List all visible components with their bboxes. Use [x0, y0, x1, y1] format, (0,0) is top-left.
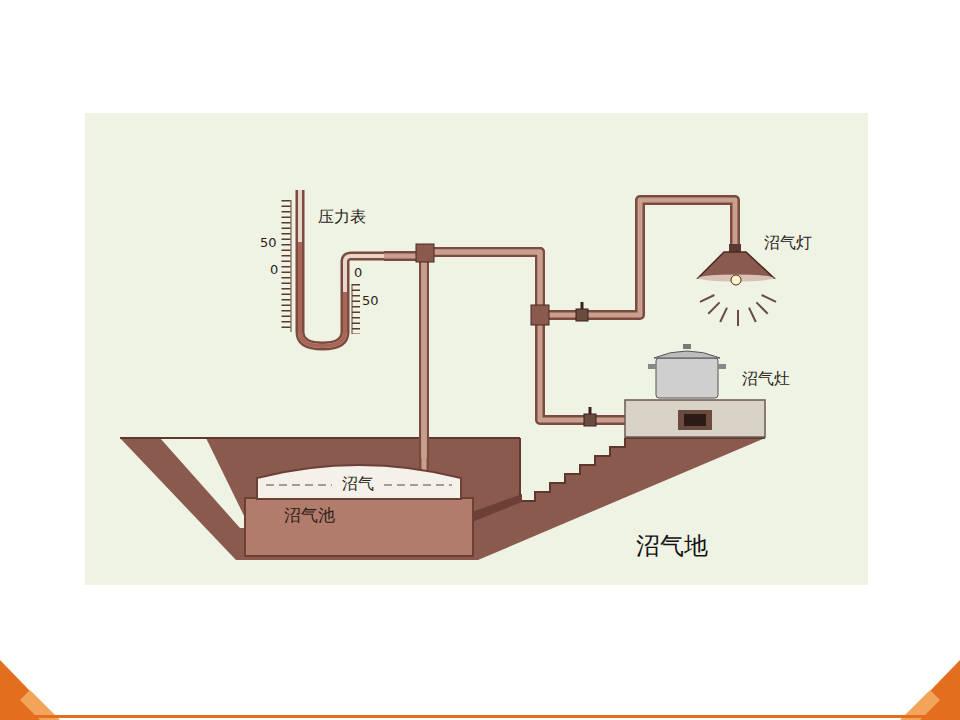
biogas-stove: 沼气灶 [624, 338, 796, 438]
trench-gap [160, 438, 250, 528]
node-label: 沼气灯 [764, 234, 812, 252]
burner-opening [684, 414, 706, 426]
gas-chamber: 沼气 [256, 458, 462, 500]
lamp-collar [729, 244, 741, 252]
scale-number: 50 [260, 236, 277, 249]
u-tube [300, 190, 384, 346]
gas-pipe [384, 256, 424, 458]
dash-line [266, 485, 332, 486]
pipe-junction [416, 244, 434, 262]
light-ray [720, 308, 727, 322]
light-ray [708, 302, 719, 313]
valve-handle [581, 302, 584, 309]
caption: 沼气地 [636, 533, 708, 559]
pot-handle [718, 364, 726, 369]
scale-number: 50 [362, 294, 379, 307]
pot-knob [683, 344, 691, 349]
stair-edge [520, 438, 625, 501]
gas-pipe [424, 252, 624, 458]
node-label: 沼气灶 [742, 370, 790, 388]
node-label: 沼气池 [284, 506, 335, 525]
outlet-channel [472, 494, 522, 522]
node-shape [624, 338, 796, 438]
valve [584, 414, 596, 426]
valve [576, 309, 588, 321]
valve-handle [589, 407, 592, 414]
gas-dome [257, 465, 461, 499]
light-ray [762, 295, 776, 302]
u-tube-core [300, 190, 384, 346]
light-ray [700, 295, 714, 302]
stove-platform [625, 400, 765, 437]
pot-handle [648, 364, 656, 369]
burner [678, 410, 712, 430]
pipe-core [384, 256, 424, 458]
biogas-lamp: 沼气灯 [694, 224, 820, 286]
light-ray [749, 308, 756, 322]
pipe-core [424, 200, 735, 458]
gauge-liquid [300, 242, 345, 346]
footer-line [0, 715, 960, 718]
dash-line [384, 485, 452, 486]
scale-ticks [282, 200, 291, 332]
stairs [520, 438, 625, 501]
gas-pipe [424, 200, 735, 458]
scale-number: 0 [354, 266, 362, 279]
pot-body [656, 358, 718, 398]
light-rays [700, 295, 776, 326]
light-ray [756, 302, 767, 313]
scale-line [352, 284, 353, 334]
node-label: 沼气 [342, 475, 374, 493]
pipe-tee [531, 305, 549, 325]
light-ray [737, 310, 739, 326]
scale-line [291, 200, 292, 332]
ground-line [120, 437, 520, 439]
scale-ticks [352, 284, 360, 334]
earth [120, 438, 765, 560]
lamp-shade [698, 252, 774, 278]
scale-number: 0 [270, 263, 278, 276]
node-label: 压力表 [318, 208, 366, 226]
pipe-core [424, 252, 624, 458]
pit-body [245, 498, 473, 556]
biogas-pit: 沼气池沼气 [244, 450, 474, 558]
picture-ground [85, 113, 868, 585]
lamp-bulb [731, 275, 741, 285]
pot-lid [654, 351, 720, 358]
